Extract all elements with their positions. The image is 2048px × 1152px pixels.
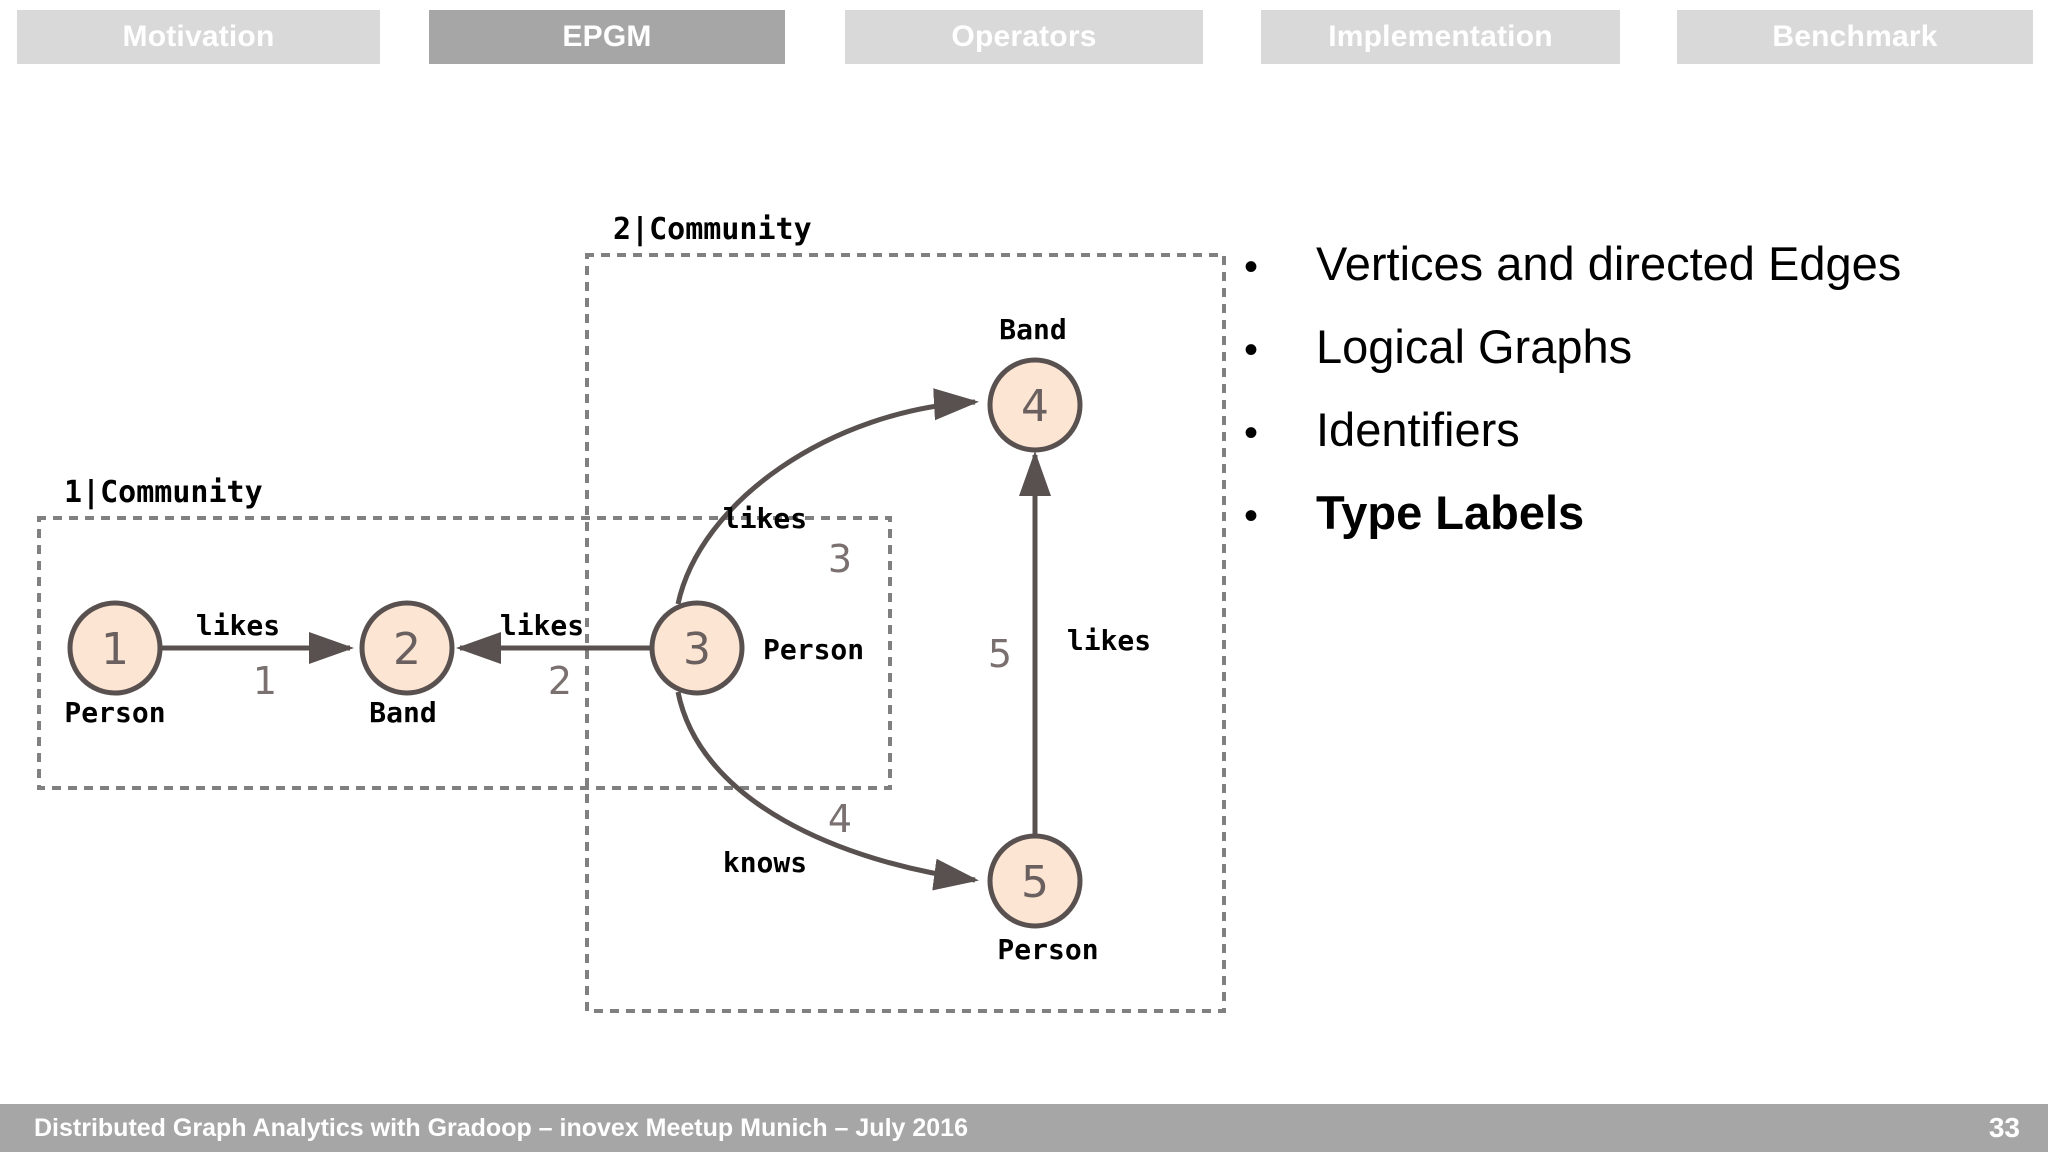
list-item: • Type Labels (1244, 487, 2034, 570)
slide-number: 33 (1988, 1112, 2020, 1143)
bullet-text: Vertices and directed Edges (1316, 237, 1902, 290)
nav-item-operators[interactable]: Operators (845, 10, 1203, 64)
footer-title: Distributed Graph Analytics with Gradoop… (34, 1114, 968, 1142)
vertex-circle (649, 600, 745, 696)
bullet-text: Identifiers (1316, 403, 1520, 456)
vertex-5[interactable]: 5 Person (987, 833, 1099, 966)
edge-label-1: likes (196, 609, 280, 642)
logical-graph-label-1: 1|Community (64, 475, 263, 510)
vertex-2[interactable]: 2 Band (359, 600, 455, 729)
slide-footer: Distributed Graph Analytics with Gradoop… (0, 1104, 2048, 1152)
vertex-id: 2 (393, 624, 421, 675)
nav-item-implementation[interactable]: Implementation (1261, 10, 1620, 64)
vertex-type-label: Person (997, 933, 1098, 966)
nav-item-motivation[interactable]: Motivation (17, 10, 380, 64)
vertex-3[interactable]: 3 Person (649, 600, 864, 696)
bullet-point-icon: • (1244, 245, 1259, 289)
bullet-point-icon: • (1244, 411, 1259, 455)
edge-line-4 (675, 691, 979, 891)
vertex-circle (359, 600, 455, 696)
vertex-circle (987, 357, 1083, 453)
list-item: • Identifiers (1244, 404, 2034, 487)
edge-id-5: 5 (988, 632, 1012, 676)
list-item: • Vertices and directed Edges (1244, 238, 2034, 321)
vertex-id: 5 (1021, 857, 1049, 908)
logical-graph-box-2 (585, 253, 1226, 1013)
nav-item-label: Implementation (1328, 20, 1553, 53)
edge-label-2: likes (500, 609, 584, 642)
nav-item-label: Motivation (122, 20, 275, 53)
bullet-point-icon: • (1244, 494, 1259, 538)
nav-item-label: Benchmark (1772, 20, 1938, 53)
vertex-circle (67, 600, 163, 696)
edge-label-3: likes (723, 502, 807, 535)
vertex-id: 4 (1021, 381, 1049, 432)
graph-canvas: 2|Community 1|Community likes 1 likes 2 … (37, 212, 1226, 1013)
bullet-point-icon: • (1244, 328, 1259, 372)
edge-line-3 (675, 388, 979, 605)
nav-item-benchmark[interactable]: Benchmark (1677, 10, 2033, 64)
feature-bullet-list: • Vertices and directed Edges • Logical … (1244, 238, 2034, 570)
edge-id-4: 4 (828, 797, 852, 841)
nav-item-label: Operators (951, 20, 1097, 53)
epgm-graph-diagram: 2|Community 1|Community likes 1 likes 2 … (0, 72, 1300, 1072)
edge-id-3: 3 (828, 537, 852, 581)
list-item: • Logical Graphs (1244, 321, 2034, 404)
vertex-id: 3 (683, 624, 711, 675)
section-navigation: Motivation EPGM Operators Implementation… (0, 0, 2048, 72)
vertex-type-label: Person (763, 633, 864, 666)
edge-label-4: knows (723, 846, 807, 879)
edge-label-5: likes (1067, 624, 1151, 657)
nav-item-epgm[interactable]: EPGM (429, 10, 785, 64)
vertex-type-label: Band (999, 313, 1066, 346)
nav-item-label: EPGM (562, 20, 652, 53)
logical-graph-label-2: 2|Community (613, 212, 812, 247)
vertex-type-label: Band (369, 696, 436, 729)
bullet-text: Type Labels (1316, 486, 1585, 539)
edge-id-1: 1 (253, 659, 277, 703)
vertex-4[interactable]: 4 Band (987, 313, 1083, 453)
bullet-text: Logical Graphs (1316, 320, 1633, 373)
vertex-type-label: Person (64, 696, 165, 729)
vertex-1[interactable]: 1 Person (64, 600, 166, 729)
edge-id-2: 2 (548, 659, 572, 703)
vertex-circle (987, 833, 1083, 929)
vertex-id: 1 (101, 624, 129, 675)
